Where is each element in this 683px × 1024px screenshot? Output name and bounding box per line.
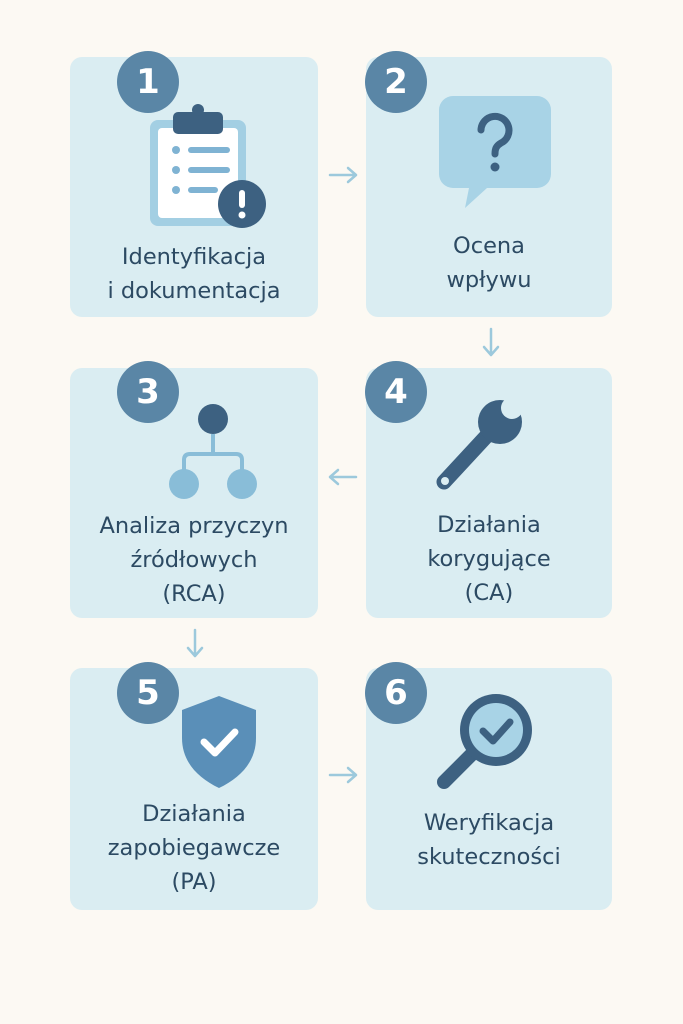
step-label-6: Weryfikacja skuteczności (366, 806, 612, 874)
step-label-3-line-2: źródłowych (130, 547, 258, 573)
step-badge-6: 6 (365, 662, 427, 724)
step-badge-4: 4 (365, 361, 427, 423)
step-label-3-line-3: (RCA) (162, 581, 226, 607)
step-label-4-line-2: korygujące (427, 546, 551, 572)
tree-structure-icon (169, 404, 257, 499)
arrow-left-4-to-3 (328, 468, 358, 486)
step-label-1-line-2: i dokumentacja (107, 278, 281, 304)
step-label-2: Ocena wpływu (366, 229, 612, 297)
step-badge-2: 2 (365, 51, 427, 113)
step-label-6-line-2: skuteczności (417, 844, 561, 870)
step-label-5-line-2: zapobiegawcze (107, 835, 281, 861)
magnifier-check-icon (437, 694, 532, 789)
step-badge-5: 5 (117, 662, 179, 724)
step-label-5: Działania zapobiegawcze (PA) (70, 797, 318, 899)
arrow-right-5-to-6 (328, 766, 358, 784)
step-label-3-line-1: Analiza przyczyn (99, 513, 289, 539)
step-label-4-line-3: (CA) (464, 580, 514, 606)
step-label-1: Identyfikacja i dokumentacja (70, 240, 318, 308)
step-label-4: Działania korygujące (CA) (366, 508, 612, 610)
arrow-down-2-to-4 (482, 327, 500, 357)
step-card-1: Identyfikacja i dokumentacja (70, 57, 318, 317)
step-label-3: Analiza przyczyn źródłowych (RCA) (70, 509, 318, 611)
wrench-icon (436, 394, 526, 490)
step-label-5-line-3: (PA) (171, 869, 217, 895)
step-label-4-line-1: Działania (437, 512, 541, 538)
step-label-2-line-1: Ocena (453, 233, 525, 259)
step-badge-1: 1 (117, 51, 179, 113)
step-label-1-line-1: Identyfikacja (121, 244, 267, 270)
arrow-right-1-to-2 (328, 166, 358, 184)
question-bubble-icon (439, 96, 551, 208)
shield-check-icon (182, 696, 256, 788)
step-label-2-line-2: wpływu (446, 267, 532, 293)
arrow-down-3-to-5 (186, 628, 204, 658)
step-badge-3: 3 (117, 361, 179, 423)
step-label-6-line-1: Weryfikacja (423, 810, 555, 836)
step-label-5-line-1: Działania (142, 801, 246, 827)
clipboard-warning-icon (150, 104, 266, 228)
